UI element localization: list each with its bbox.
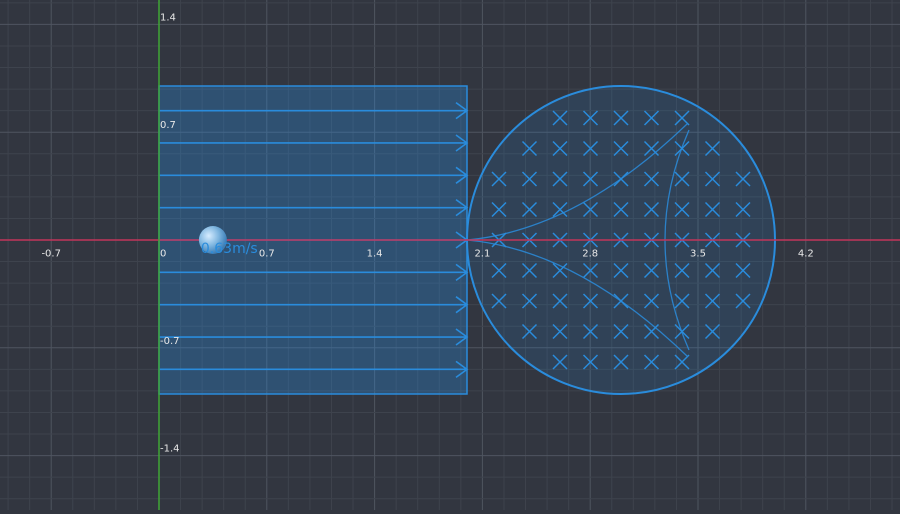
field-into-page-mark <box>521 293 538 309</box>
field-into-page-mark <box>582 171 599 187</box>
field-into-page-mark <box>521 140 538 157</box>
field-into-page-mark <box>643 140 660 157</box>
x-tick-label: 0 <box>160 248 166 259</box>
y-tick-label: -1.4 <box>160 444 180 455</box>
field-into-page-mark <box>704 201 721 218</box>
field-into-page-mark <box>552 323 568 340</box>
field-into-page-mark <box>582 262 599 279</box>
field-into-page-mark <box>552 262 568 279</box>
field-into-page-mark <box>674 110 690 126</box>
field-into-page-mark <box>582 140 599 157</box>
field-arrowhead <box>455 199 469 217</box>
field-into-page-mark <box>613 201 629 218</box>
field-into-page-mark <box>613 323 629 340</box>
field-into-page-mark <box>491 293 507 309</box>
field-into-page-mark <box>582 110 599 126</box>
field-into-page-mark <box>582 293 599 309</box>
trajectory-path <box>466 239 688 357</box>
field-arrowhead <box>455 296 469 314</box>
x-tick-label: 0.7 <box>259 248 275 259</box>
field-into-page-mark <box>643 110 660 126</box>
field-arrowhead <box>455 328 469 346</box>
field-into-page-mark <box>704 323 721 340</box>
field-into-page-mark <box>521 262 538 279</box>
field-into-page-mark <box>704 262 721 279</box>
field-into-page-mark <box>491 171 507 187</box>
y-tick-label: -0.7 <box>160 336 180 347</box>
field-into-page-mark <box>674 354 690 370</box>
field-into-page-mark <box>582 354 599 370</box>
field-into-page-mark <box>552 171 568 187</box>
field-into-page-mark <box>552 110 568 126</box>
field-into-page-mark <box>735 262 751 279</box>
field-into-page-mark <box>643 262 660 279</box>
field-arrowhead <box>455 263 469 281</box>
field-into-page-mark <box>491 201 507 218</box>
particle-ball[interactable] <box>198 226 227 254</box>
y-tick-label: 1.4 <box>160 12 176 23</box>
field-into-page-mark <box>552 354 568 370</box>
x-tick-label: 2.1 <box>474 248 490 259</box>
y-tick-label: 0.7 <box>160 120 176 131</box>
velocity-label: 0.63m/s <box>201 241 258 257</box>
field-into-page-mark <box>643 323 660 340</box>
field-into-page-mark <box>643 293 660 309</box>
field-into-page-mark <box>613 140 629 157</box>
field-into-page-mark <box>674 262 690 279</box>
x-tick-label: 3.5 <box>690 248 706 259</box>
field-into-page-mark <box>521 323 538 340</box>
field-into-page-mark <box>735 293 751 309</box>
field-into-page-mark <box>613 110 629 126</box>
field-into-page-mark <box>704 140 721 157</box>
charged-particle[interactable]: 0.63m/s <box>198 226 258 257</box>
field-into-page-mark <box>704 171 721 187</box>
field-into-page-mark <box>674 171 690 187</box>
field-into-page-mark <box>613 354 629 370</box>
field-into-page-mark <box>735 171 751 187</box>
field-into-page-mark <box>735 201 751 218</box>
field-into-page-mark <box>521 171 538 187</box>
field-arrowhead <box>455 134 469 152</box>
field-into-page-mark <box>582 201 599 218</box>
field-into-page-mark <box>552 140 568 157</box>
field-arrowhead <box>455 360 469 379</box>
field-into-page-mark <box>674 201 690 218</box>
field-arrowhead <box>455 166 469 184</box>
field-into-page-mark <box>582 323 599 340</box>
field-into-page-mark <box>521 201 538 218</box>
field-into-page-mark <box>552 201 568 218</box>
field-arrowhead <box>455 101 469 120</box>
x-tick-label: -0.7 <box>41 248 61 259</box>
field-into-page-mark <box>643 354 660 370</box>
x-tick-label: 1.4 <box>367 248 383 259</box>
field-into-page-mark <box>674 293 690 309</box>
x-tick-label: 2.8 <box>582 248 598 259</box>
field-into-page-mark <box>491 262 507 279</box>
field-into-page-mark <box>643 201 660 218</box>
trajectory-path <box>466 123 688 241</box>
x-tick-label: 4.2 <box>798 248 814 259</box>
field-into-page-mark <box>613 262 629 279</box>
field-into-page-mark <box>552 293 568 309</box>
field-into-page-mark <box>643 171 660 187</box>
axis-tick-labels: -0.7 0 0.7 1.4 2.1 2.8 3.5 4.2 1.4 0.7 -0.7 -1.4 <box>41 12 813 454</box>
field-into-page-mark <box>704 293 721 309</box>
